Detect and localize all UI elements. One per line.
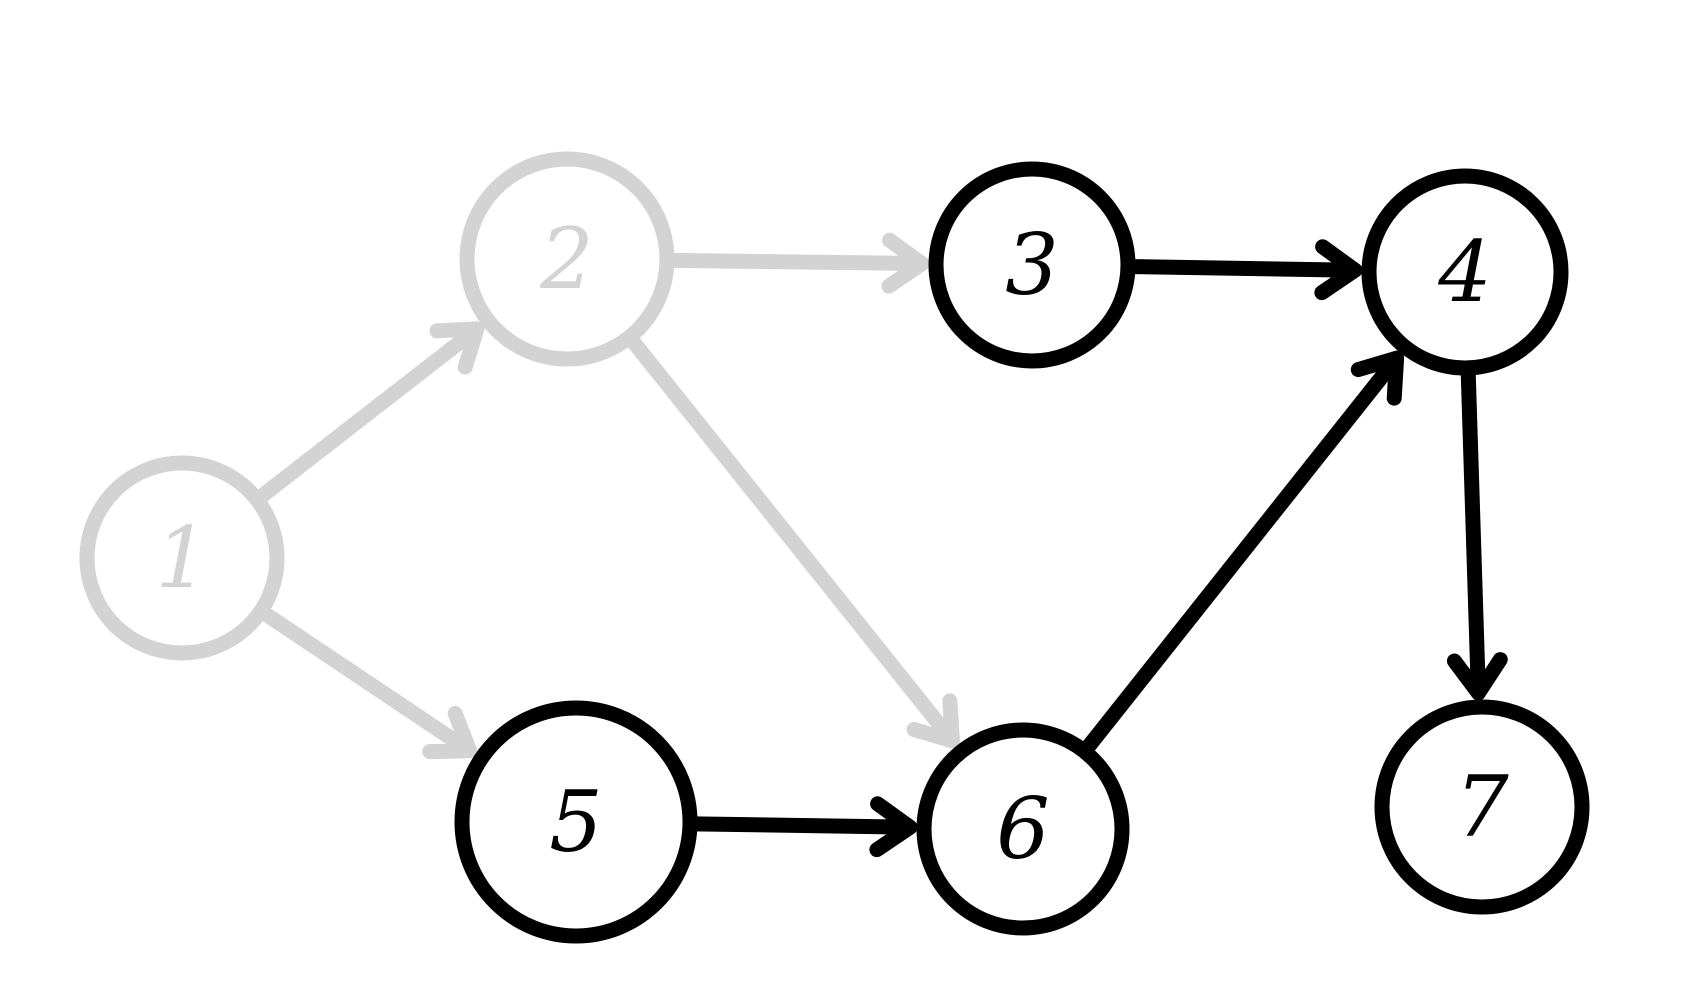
edge-n1-to-n2 [252,321,485,505]
edge-n3-to-n4 [1124,239,1363,301]
edge-n6-to-n4 [1079,350,1405,756]
node-n3: 3 [928,161,1136,369]
node-label-n7: 7 [1455,758,1509,856]
node-label-n4: 4 [1437,223,1491,321]
edges-layer [252,232,1508,858]
node-n2: 2 [459,151,675,367]
edge-n4-to-n7 [1446,364,1508,701]
edge-n1-to-n5 [256,605,478,760]
node-n4: 4 [1361,168,1569,376]
node-label-n6: 6 [996,780,1049,878]
node-circle-n2 [459,151,675,367]
node-circle-n1 [79,455,285,661]
node-circle-n7 [1374,699,1590,915]
node-label-n2: 2 [539,210,593,308]
node-n1: 1 [79,455,285,661]
node-n7: 7 [1374,699,1590,915]
node-circle-n4 [1361,168,1569,376]
edge-n2-to-n6 [624,332,960,749]
edge-n2-to-n3 [663,232,930,294]
edge-n5-to-n6 [686,796,918,858]
node-circle-n3 [928,161,1136,369]
node-label-n3: 3 [1005,216,1058,314]
node-circle-n5 [454,700,698,944]
node-circle-n6 [916,722,1130,936]
nodes-layer: 1 2 3 4 5 6 7 [79,151,1590,944]
node-n6: 6 [916,722,1130,936]
node-n5: 5 [454,700,698,944]
node-label-n5: 5 [549,773,602,871]
node-label-n1: 1 [155,509,208,607]
